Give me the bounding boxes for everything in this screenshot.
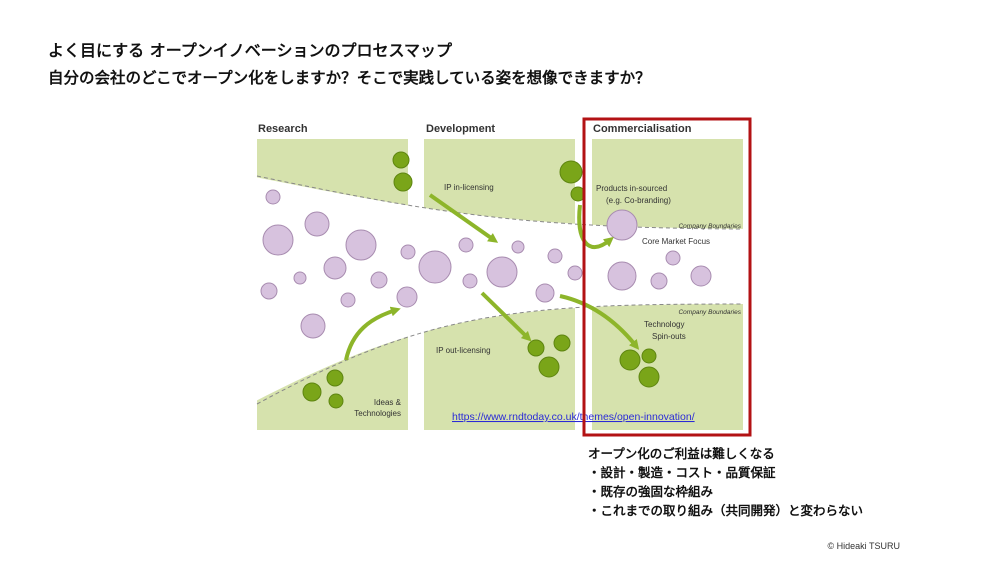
idea-bubble bbox=[567, 265, 583, 281]
idea-bubble bbox=[418, 250, 452, 284]
column-header-development: Development bbox=[426, 123, 495, 135]
idea-bubble bbox=[535, 283, 555, 303]
label-ip-in-licensing: IP in-licensing bbox=[444, 183, 494, 192]
idea-bubble bbox=[690, 265, 712, 287]
idea-bubble bbox=[606, 209, 638, 241]
idea-bubble bbox=[260, 282, 278, 300]
label-technology: Technology bbox=[644, 320, 684, 329]
external-bubble bbox=[326, 369, 344, 387]
label-ideas: Ideas & bbox=[374, 398, 402, 407]
label-company-boundaries-bottom: Company Boundaries bbox=[678, 309, 741, 316]
idea-bubble bbox=[323, 256, 347, 280]
idea-bubble bbox=[400, 244, 416, 260]
arrow-ip-in-licensing bbox=[428, 193, 499, 243]
idea-bubble bbox=[265, 189, 281, 205]
idea-bubble bbox=[293, 271, 307, 285]
external-bubble bbox=[392, 151, 410, 169]
idea-bubble bbox=[607, 261, 637, 291]
label-co-branding: (e.g. Co-branding) bbox=[606, 196, 671, 205]
idea-bubble bbox=[345, 229, 377, 261]
idea-bubble bbox=[304, 211, 330, 237]
label-company-boundaries-top: Company Boundaries bbox=[678, 223, 741, 230]
arrow-spin-outs bbox=[559, 294, 640, 350]
note-heading: オープン化のご利益は難しくなる bbox=[588, 446, 775, 461]
label-technologies: Technologies bbox=[354, 409, 401, 418]
copyright-credit: © Hideaki TSURU bbox=[827, 541, 900, 551]
idea-bubble bbox=[650, 272, 668, 290]
source-url-link[interactable]: https://www.rndtoday.co.uk/themes/open-i… bbox=[452, 411, 695, 423]
idea-bubble bbox=[665, 250, 681, 266]
label-spin-outs: Spin-outs bbox=[652, 332, 686, 341]
idea-bubble bbox=[370, 271, 388, 289]
note-item: ・設計・製造・コスト・品質保証 bbox=[588, 465, 776, 480]
company-boundary-bottom bbox=[256, 303, 744, 405]
external-bubble bbox=[559, 160, 583, 184]
label-products-in-sourced: Products in-sourced bbox=[596, 184, 667, 193]
commercialisation-highlight-frame bbox=[582, 117, 752, 437]
idea-bubble bbox=[262, 224, 294, 256]
external-bubble bbox=[553, 334, 571, 352]
column-header-research: Research bbox=[258, 123, 308, 135]
flow-arrows bbox=[344, 193, 640, 361]
external-bubble bbox=[527, 339, 545, 357]
label-core-market-focus: Core Market Focus bbox=[642, 237, 710, 246]
idea-bubble bbox=[462, 273, 478, 289]
idea-bubble bbox=[340, 292, 356, 308]
note-item: ・これまでの取り組み（共同開発）と変わらない bbox=[588, 503, 864, 518]
column-header-commercialisation: Commercialisation bbox=[593, 123, 692, 135]
external-bubble bbox=[619, 349, 641, 371]
idea-bubble bbox=[300, 313, 326, 339]
idea-bubble bbox=[547, 248, 563, 264]
page-title: よく目にする オープンイノベーションのプロセスマップ bbox=[48, 41, 452, 60]
idea-bubbles bbox=[260, 189, 712, 339]
page-subtitle: 自分の会社のどこでオープン化をしますか？そこで実践している姿を想像できますか？ bbox=[48, 69, 651, 87]
idea-bubble bbox=[458, 237, 474, 253]
idea-bubble bbox=[486, 256, 518, 288]
idea-bubble bbox=[396, 286, 418, 308]
note-item: ・既存の強固な枠組み bbox=[588, 484, 714, 499]
arrow-ideas-in bbox=[344, 306, 401, 361]
external-bubble bbox=[393, 172, 413, 192]
arrow-ip-out-licensing bbox=[480, 291, 532, 342]
external-bubbles bbox=[302, 151, 660, 409]
external-bubble bbox=[302, 382, 322, 402]
external-bubble bbox=[638, 366, 660, 388]
company-boundary-top bbox=[256, 175, 744, 230]
benefit-note: オープン化のご利益は難しくなる ・設計・製造・コスト・品質保証 ・既存の強固な枠… bbox=[588, 444, 863, 520]
external-bubble bbox=[328, 393, 344, 409]
external-bubble bbox=[641, 348, 657, 364]
external-bubble bbox=[538, 356, 560, 378]
label-ip-out-licensing: IP out-licensing bbox=[436, 346, 491, 355]
idea-bubble bbox=[511, 240, 525, 254]
